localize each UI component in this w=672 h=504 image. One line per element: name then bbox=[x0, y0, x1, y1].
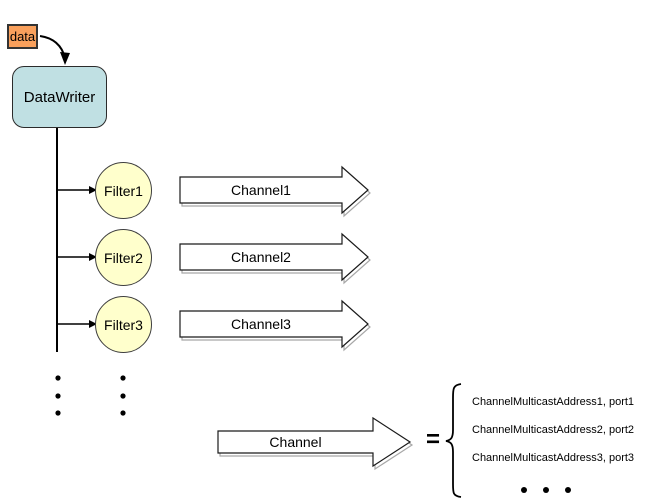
channel3-label: Channel3 bbox=[231, 316, 291, 332]
data-box-label: data bbox=[9, 29, 36, 44]
channel2-block-arrow bbox=[179, 232, 371, 285]
vertical-ellipsis-left bbox=[55, 375, 61, 416]
data-to-writer-arrow bbox=[39, 35, 70, 65]
branch-arrow-filter2 bbox=[57, 253, 97, 261]
curly-brace bbox=[445, 383, 462, 498]
channel1-block-arrow bbox=[179, 165, 371, 218]
datawriter-node: DataWriter bbox=[12, 66, 107, 128]
channel3-block-arrow bbox=[179, 299, 371, 352]
filter3-label: Filter3 bbox=[104, 316, 143, 333]
channel2-label: Channel2 bbox=[231, 249, 291, 265]
channel1-label: Channel1 bbox=[231, 182, 291, 198]
multicast-entry-3: ChannelMulticastAddress3, port3 bbox=[472, 452, 635, 464]
branch-arrow-filter3 bbox=[57, 320, 97, 328]
vertical-ellipsis-right bbox=[120, 375, 126, 416]
multicast-entry-1: ChannelMulticastAddress1, port1 bbox=[472, 396, 635, 408]
filter2-label: Filter2 bbox=[104, 249, 143, 266]
channel-generic-label: Channel bbox=[269, 434, 322, 450]
multicast-entry-2: ChannelMulticastAddress2, port2 bbox=[472, 424, 635, 436]
horizontal-ellipsis bbox=[521, 487, 571, 493]
data-box: data bbox=[7, 24, 38, 49]
equals-sign: = bbox=[425, 426, 440, 453]
filter1-label: Filter1 bbox=[104, 182, 143, 199]
filter3-node: Filter3 bbox=[95, 296, 152, 353]
branch-arrow-filter1 bbox=[57, 186, 97, 194]
filter1-node: Filter1 bbox=[95, 162, 152, 219]
channel-generic-block-arrow bbox=[217, 416, 414, 471]
datawriter-label: DataWriter bbox=[23, 88, 96, 106]
filter2-node: Filter2 bbox=[95, 229, 152, 286]
